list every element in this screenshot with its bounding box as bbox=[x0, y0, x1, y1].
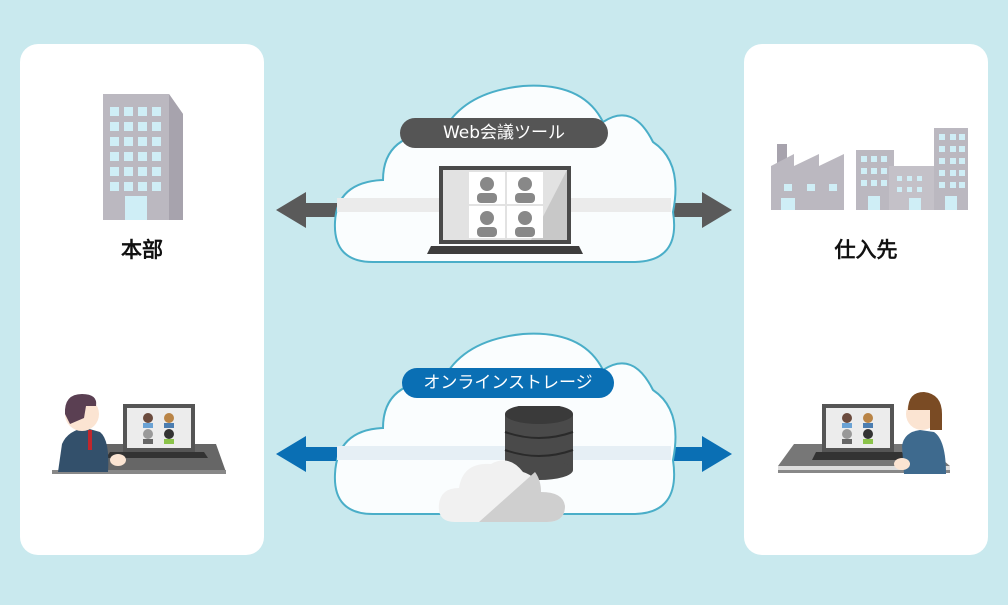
laptop-video-conference-icon bbox=[427, 166, 583, 254]
businesswoman-at-laptop-icon bbox=[778, 392, 950, 474]
supplier-panel: 仕入先 bbox=[744, 44, 988, 555]
headquarters-panel: 本部 bbox=[20, 44, 264, 555]
supplier-label: 仕入先 bbox=[834, 238, 898, 262]
office-building-icon bbox=[103, 94, 183, 220]
businessman-at-laptop-icon bbox=[52, 394, 226, 474]
online-storage-label: オンラインストレージ bbox=[402, 368, 614, 398]
database-cloud-icon bbox=[438, 406, 574, 522]
web-conference-label: Web会議ツール bbox=[400, 118, 608, 148]
factory-and-buildings-icon bbox=[771, 128, 968, 210]
headquarters-label: 本部 bbox=[121, 238, 163, 262]
